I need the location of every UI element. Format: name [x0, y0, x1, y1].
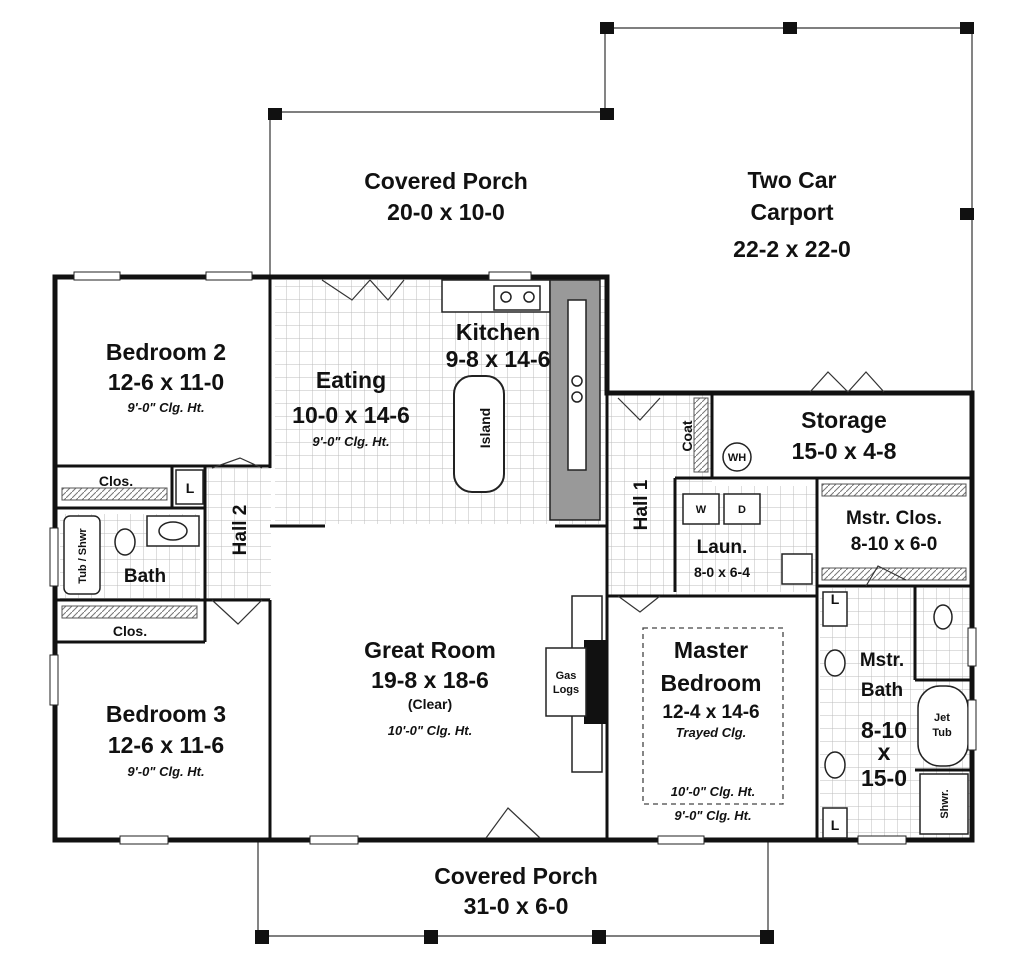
- gas-logs-line2: Logs: [553, 684, 579, 696]
- bath-label: Bath: [124, 566, 166, 587]
- hall2-tile-floor: [205, 468, 271, 600]
- bedroom3-ceiling: 9'-0" Clg. Ht.: [127, 764, 204, 779]
- laundry-dims: 8-0 x 6-4: [694, 564, 750, 580]
- master-bedroom-ceiling1: 10'-0" Clg. Ht.: [671, 784, 755, 799]
- hall1-label: Hall 1: [631, 479, 652, 530]
- mstr-bath-name-line1: Mstr.: [860, 650, 904, 671]
- exterior-walls: [52, 274, 975, 843]
- mstr-bath-dims-line3: 15-0: [861, 765, 907, 791]
- tray-ceiling-outline: [642, 627, 784, 805]
- master-bedroom-ceiling2: 9'-0" Clg. Ht.: [674, 808, 751, 823]
- front-porch-dims: 20-0 x 10-0: [387, 199, 505, 225]
- island-label: Island: [477, 408, 493, 448]
- mstr-bath-name-line2: Bath: [861, 680, 903, 701]
- jet-tub-line2: Tub: [932, 727, 952, 739]
- rear-porch-outline: [257, 840, 769, 937]
- carport-dims: 22-2 x 22-0: [733, 236, 851, 262]
- bedroom2-ceiling: 9'-0" Clg. Ht.: [127, 400, 204, 415]
- mstr-bath-linen1: L: [831, 591, 840, 607]
- mstr-bath-dims-line1: 8-10: [861, 717, 907, 743]
- gas-logs-line1: Gas: [556, 670, 577, 682]
- coat-clos-rod: [693, 397, 709, 473]
- mstr-clos-dims: 8-10 x 6-0: [851, 534, 938, 555]
- great-room-name: Great Room: [364, 637, 496, 663]
- bedroom3-dims: 12-6 x 11-6: [108, 732, 224, 758]
- island-counter: [453, 375, 505, 493]
- mstr-bath-linen2: L: [831, 817, 840, 833]
- storage-dims: 15-0 x 4-8: [792, 438, 897, 464]
- great-room-ceiling: 10'-0" Clg. Ht.: [388, 723, 472, 738]
- laundry-fixtures: [682, 493, 813, 585]
- kitchen-name: Kitchen: [456, 319, 540, 345]
- dryer-label: D: [738, 504, 746, 516]
- mstr-bath-fixtures: [822, 591, 969, 839]
- carport-name-line2: Carport: [750, 199, 833, 225]
- doors: [211, 279, 907, 839]
- water-heater: [722, 442, 752, 472]
- linen-label: L: [186, 480, 195, 496]
- great-room-dims: 19-8 x 18-6: [371, 667, 489, 693]
- fireplace: [545, 595, 606, 773]
- rear-porch-dims: 31-0 x 6-0: [464, 893, 569, 919]
- front-porch-name: Covered Porch: [364, 168, 528, 194]
- bedroom2-dims: 12-6 x 11-0: [108, 369, 224, 395]
- carport-name-line1: Two Car: [747, 167, 836, 193]
- washer-label: W: [696, 504, 707, 516]
- eating-name: Eating: [316, 367, 386, 393]
- master-bedroom-name-line1: Master: [674, 637, 748, 663]
- bedroom2-name: Bedroom 2: [106, 339, 226, 365]
- master-bedroom-note: Trayed Clg.: [676, 725, 747, 740]
- mstr-bath-dims-line2: x: [878, 739, 891, 765]
- eating-dims: 10-0 x 14-6: [292, 402, 410, 428]
- hall2-label: Hall 2: [230, 505, 251, 556]
- clos-top-label: Clos.: [99, 473, 133, 489]
- master-bedroom-dims: 12-4 x 14-6: [662, 702, 759, 723]
- jet-tub-line1: Jet: [934, 712, 950, 724]
- coat-label: Coat: [679, 420, 695, 451]
- great-room-note: (Clear): [408, 696, 452, 712]
- mstr-clos-name: Mstr. Clos.: [846, 508, 942, 529]
- clos-bottom-label: Clos.: [113, 623, 147, 639]
- clos-top-rod: [61, 487, 168, 501]
- kitchen-dims: 9-8 x 14-6: [446, 346, 551, 372]
- eating-ceiling: 9'-0" Clg. Ht.: [312, 434, 389, 449]
- interior-walls: [55, 277, 972, 840]
- rear-porch-name: Covered Porch: [434, 863, 598, 889]
- mstr-clos-rod-top: [821, 483, 967, 497]
- tub-label: Tub / Shwr: [77, 528, 89, 584]
- wh-label: WH: [728, 452, 746, 464]
- bedroom3-name: Bedroom 3: [106, 701, 226, 727]
- windows: [49, 271, 977, 845]
- laundry-name: Laun.: [697, 537, 748, 558]
- clos-bottom-rod: [61, 605, 198, 619]
- storage-name: Storage: [801, 407, 887, 433]
- shower-label: Shwr.: [939, 789, 951, 818]
- kitchen-counters: [441, 279, 601, 521]
- porch-posts: [255, 22, 974, 944]
- bath-fixtures: [63, 469, 204, 595]
- master-bedroom-name-line2: Bedroom: [661, 670, 762, 696]
